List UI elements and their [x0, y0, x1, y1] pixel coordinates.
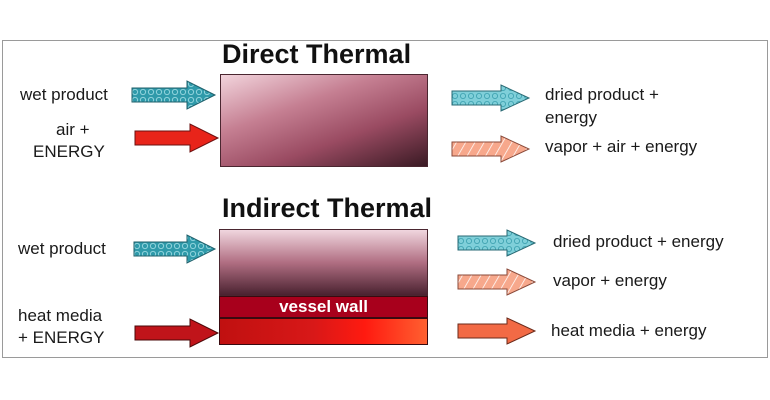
indirect-input-energy: + ENERGY	[18, 328, 105, 347]
heat-media-output-arrow-icon	[457, 317, 537, 345]
indirect-thermal-title: Indirect Thermal	[222, 193, 433, 223]
direct-output-dried-product: dried product +	[545, 85, 659, 104]
heat-media-input-arrow-icon	[134, 318, 220, 348]
indirect-output-vapor: vapor + energy	[553, 271, 667, 290]
direct-thermal-title: Direct Thermal	[222, 39, 412, 69]
indirect-dryer-chamber	[219, 229, 428, 296]
diagram-frame	[2, 40, 768, 358]
direct-input-air: air +	[56, 120, 90, 139]
heat-media-jacket	[219, 318, 428, 345]
air-energy-arrow-icon	[134, 123, 220, 153]
direct-output-vapor: vapor + air + energy	[545, 137, 698, 156]
vessel-wall: vessel wall	[219, 296, 428, 318]
indirect-input-heat-media: heat media	[18, 306, 103, 325]
indirect-dried-product-arrow-icon	[457, 229, 537, 257]
indirect-vapor-arrow-icon	[457, 268, 537, 296]
wet-product-arrow-icon	[131, 80, 217, 110]
indirect-output-heat-media: heat media + energy	[551, 321, 707, 340]
direct-dryer-chamber	[220, 74, 428, 167]
direct-output-energy: energy	[545, 108, 597, 127]
vapor-arrow-icon	[451, 135, 531, 163]
dried-product-arrow-icon	[451, 84, 531, 112]
direct-input-energy: ENERGY	[33, 142, 105, 161]
direct-input-wet-product: wet product	[20, 85, 108, 104]
indirect-wet-product-arrow-icon	[133, 234, 217, 264]
indirect-output-dried-product: dried product + energy	[553, 232, 724, 251]
indirect-input-wet-product: wet product	[18, 239, 106, 258]
